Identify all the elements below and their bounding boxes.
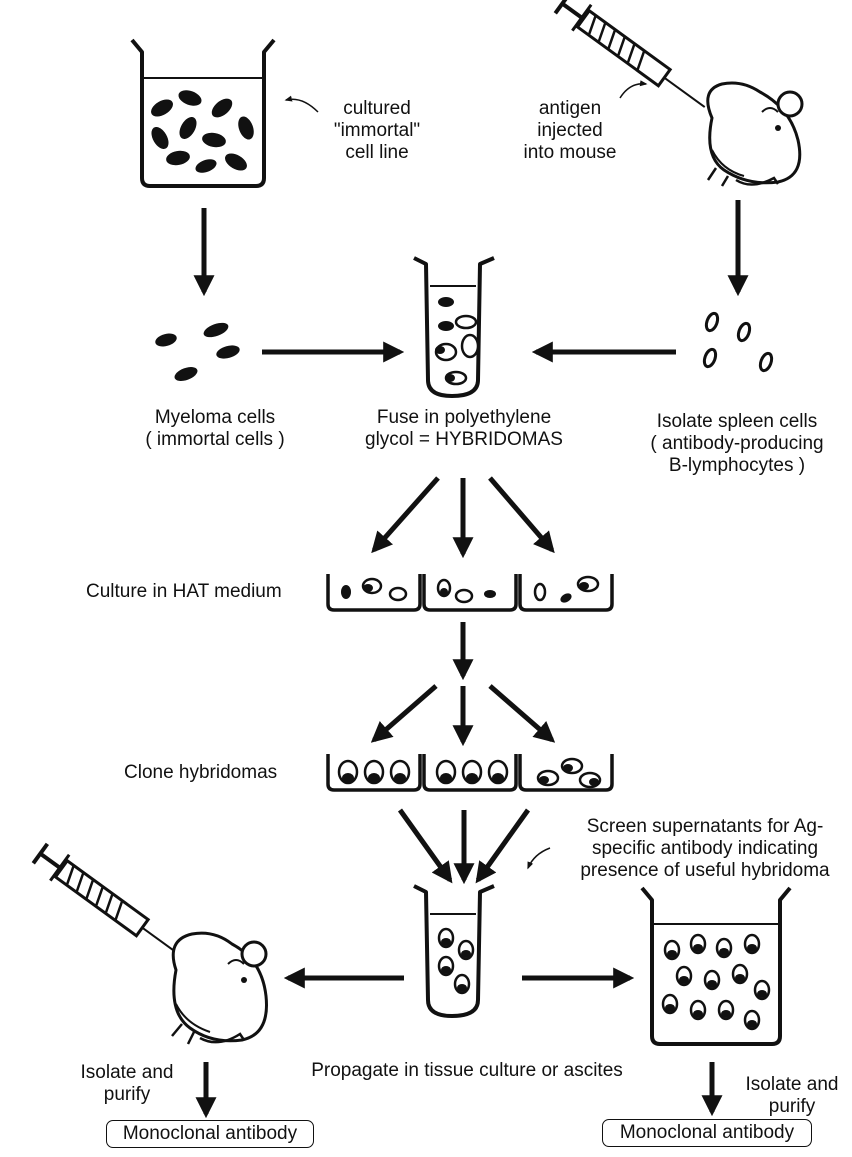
- test-tube-icon: [413, 256, 495, 398]
- arrow-clone-left: [370, 684, 438, 743]
- screen-supernatants-label: Screen supernatants for Ag- specific ant…: [580, 816, 830, 881]
- arrow-screen-left: [397, 808, 453, 884]
- culture-well-icon: [326, 754, 614, 792]
- monoclonal-antibody-left-box: Monoclonal antibody: [106, 1120, 314, 1148]
- arrow-screen-right: [475, 808, 531, 884]
- test-tube-icon: [413, 884, 495, 1018]
- beaker-with-cells-icon: [130, 38, 276, 188]
- arrow-fuse-right: [488, 476, 555, 554]
- monoclonal-antibody-right-box: Monoclonal antibody: [602, 1119, 812, 1147]
- isolate-purify-right-label: Isolate and purify: [745, 1074, 839, 1117]
- isolate-spleen-cells-label: Isolate spleen cells ( antibody-producin…: [650, 411, 824, 476]
- spleen-cells: [702, 311, 774, 373]
- isolate-purify-left-label: Isolate and purify: [80, 1062, 174, 1105]
- propagate-label: Propagate in tissue culture or ascites: [311, 1060, 623, 1081]
- antigen-injected-label: antigen injected into mouse: [523, 98, 617, 163]
- pointer-arrow: [527, 847, 551, 870]
- beaker-with-cells-icon: [640, 886, 792, 1046]
- fuse-hybridomas-label: Fuse in polyethylene glycol = HYBRIDOMAS: [365, 407, 563, 450]
- cultured-cell-line-label: cultured "immortal" cell line: [333, 98, 421, 163]
- culture-hat-medium-label: Culture in HAT medium: [86, 581, 282, 602]
- arrow-clone-right: [488, 684, 556, 743]
- myeloma-cells-label: Myeloma cells ( immortal cells ): [145, 407, 285, 450]
- clone-hybridomas-label: Clone hybridomas: [124, 762, 278, 783]
- syringe-mouse-icon: [553, 0, 804, 187]
- myeloma-cells: [155, 322, 240, 381]
- pointer-arrow: [284, 95, 319, 113]
- syringe-mouse-icon: [31, 842, 268, 1045]
- arrow-fuse-left: [371, 476, 440, 554]
- culture-well-icon: [326, 574, 614, 612]
- pointer-arrow: [619, 80, 648, 99]
